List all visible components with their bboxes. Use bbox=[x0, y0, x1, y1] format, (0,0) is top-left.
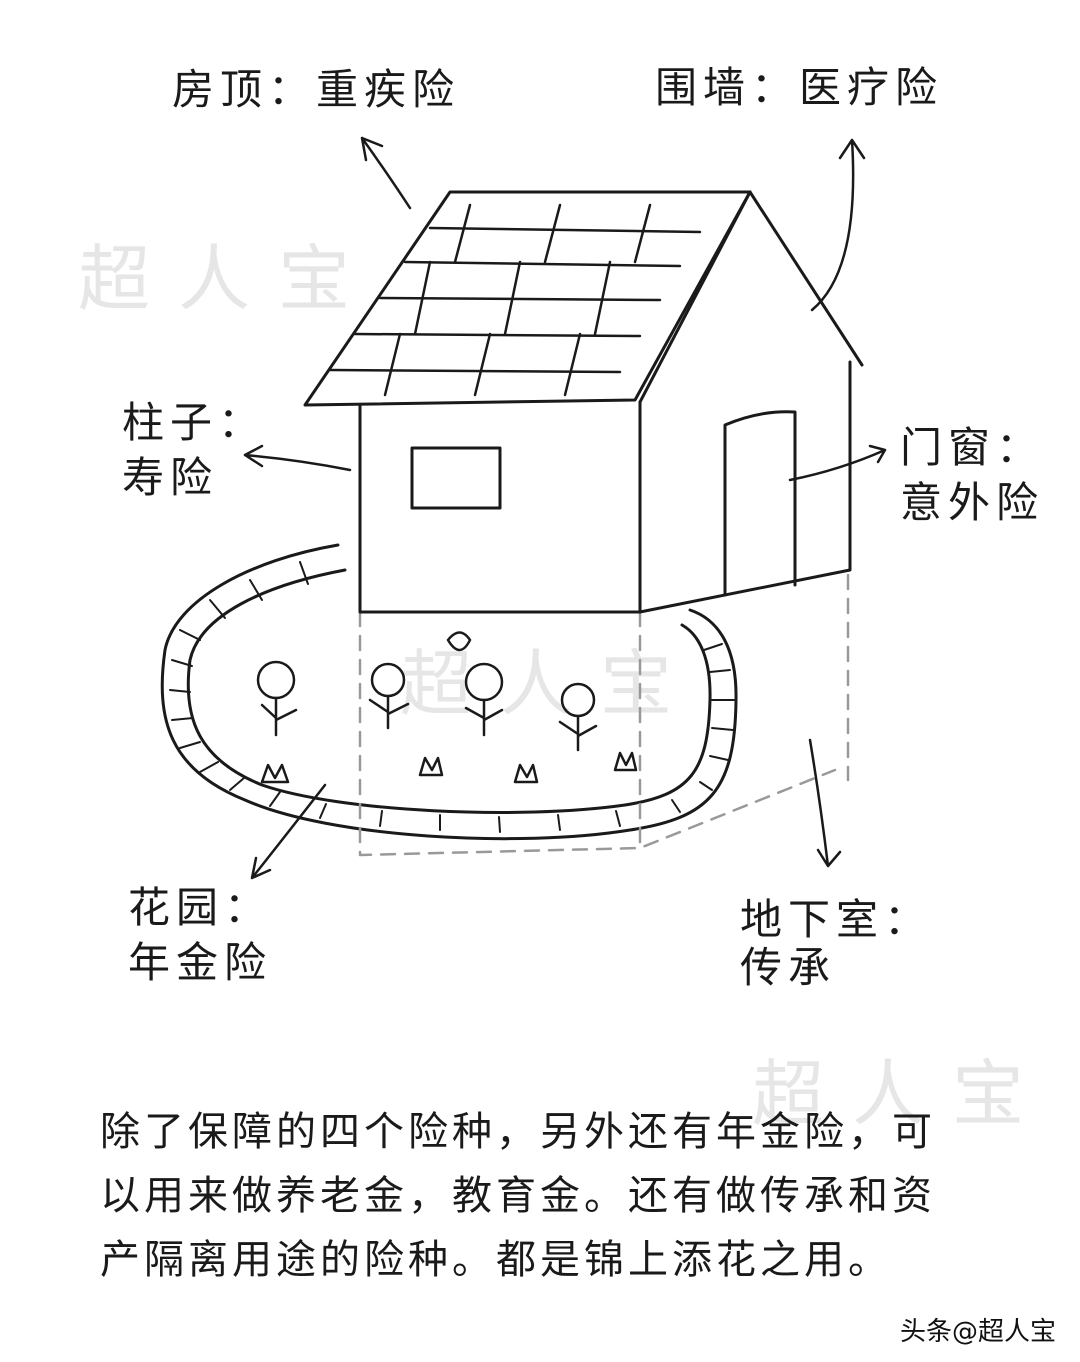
garden-ring-inner bbox=[186, 568, 712, 814]
arrow-roof bbox=[360, 136, 412, 210]
caption-line-3: 产隔离用途的险种。都是锦上添花之用。 bbox=[100, 1237, 892, 1283]
house-illustration bbox=[160, 136, 887, 880]
arrow-garden bbox=[250, 783, 327, 880]
door bbox=[723, 410, 797, 597]
watermark-bottom: 超人宝 bbox=[752, 1052, 1053, 1136]
caption-line-2: 以用来做养老金，教育金。还有做传承和资 bbox=[100, 1173, 936, 1219]
arrow-door bbox=[788, 444, 887, 482]
label-wall: 围墙：医疗险 bbox=[655, 63, 944, 112]
label-door-title: 门窗： bbox=[900, 423, 1045, 472]
window bbox=[410, 446, 502, 510]
watermark-top: 超人宝 bbox=[78, 237, 379, 321]
watermark-middle: 超人宝 bbox=[400, 642, 701, 726]
flowers bbox=[256, 631, 638, 784]
arrow-basement bbox=[808, 738, 842, 868]
label-garden-title: 花园： bbox=[128, 883, 273, 932]
label-roof: 房顶：重疾险 bbox=[172, 65, 461, 114]
garden-ring-hatching bbox=[169, 561, 735, 833]
arrows bbox=[243, 136, 887, 880]
roof-tiles bbox=[328, 203, 702, 397]
label-garden-value: 年金险 bbox=[128, 938, 273, 987]
arrow-wall bbox=[810, 138, 866, 312]
source-credit: 头条@超人宝 bbox=[899, 1317, 1056, 1347]
side-wall bbox=[638, 360, 852, 614]
label-door-value: 意外险 bbox=[900, 478, 1045, 527]
roof-outline bbox=[303, 190, 752, 407]
gable-wall bbox=[748, 190, 864, 367]
garden-ring-outer bbox=[160, 543, 738, 841]
label-pillar-value: 寿险 bbox=[122, 453, 219, 502]
arrow-pillar bbox=[243, 444, 352, 472]
caption-line-1: 除了保障的四个险种，另外还有年金险，可 bbox=[100, 1109, 936, 1155]
label-basement-value: 传承 bbox=[740, 943, 837, 992]
caption: 除了保障的四个险种，另外还有年金险，可 以用来做养老金，教育金。还有做传承和资 … bbox=[100, 1100, 1000, 1292]
basement-outline bbox=[358, 573, 850, 857]
label-pillar-title: 柱子： bbox=[122, 398, 267, 447]
front-wall bbox=[358, 400, 642, 614]
label-basement-title: 地下室： bbox=[740, 895, 933, 944]
